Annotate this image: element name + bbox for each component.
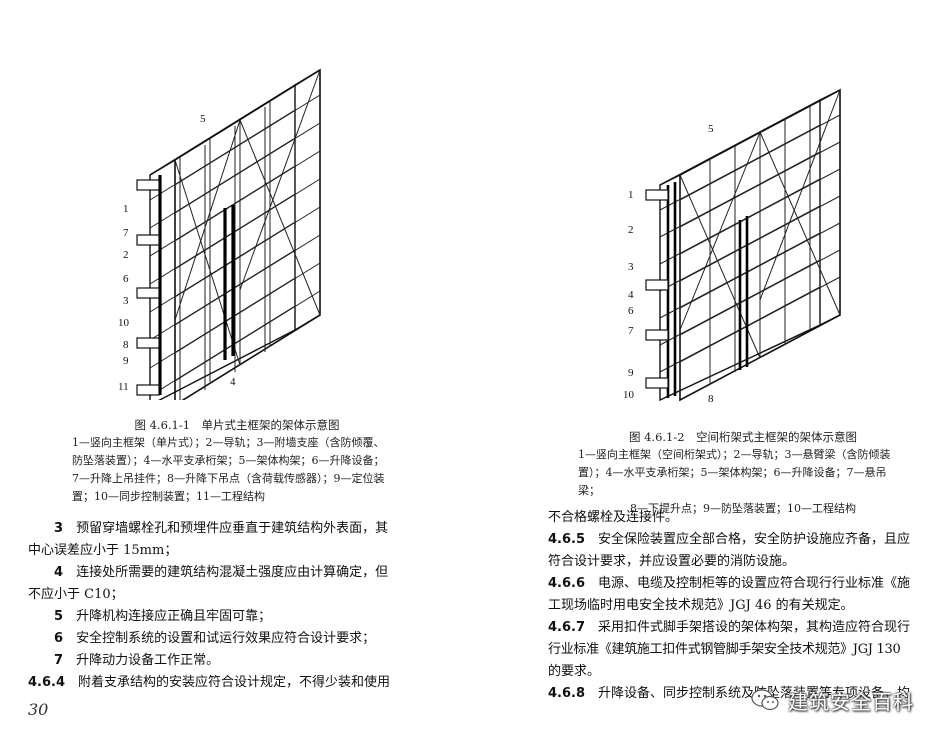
right-caption-line: 置）；4—水平支承桁架；5—架体构架；6—升降设备；7—悬吊梁； (578, 466, 887, 497)
label-11: 11 (118, 381, 129, 393)
paragraph-line: 3 预留穿墙螺栓孔和预埋件应垂直于建筑结构外表面，其 (54, 521, 389, 536)
left-scaffold-diagram: 5 1 7 2 6 3 10 8 9 11 4 (115, 60, 355, 400)
paragraph-line: 4.6.7 采用扣件式脚手架搭设的架体构架，其构造应符合现行 (548, 620, 911, 635)
right-caption-title: 图 4.6.1-2 空间桁架式主框架的架体示意图 (628, 430, 858, 444)
paragraph-line: 4.6.5 安全保险装置应全部合格，安全防护设施应齐备，且应 (548, 532, 911, 547)
label-4: 4 (628, 289, 634, 301)
label-9: 9 (628, 367, 634, 379)
right-scaffold-diagram: 5 1 2 3 4 6 7 9 10 8 (620, 80, 880, 405)
paragraph-line: 不应小于 C10； (28, 587, 124, 602)
label-2: 2 (628, 224, 634, 236)
right-caption-line: 1—竖向主框架（空间桁架式）；2—导轨；3—悬臂梁（含防倾装 (578, 448, 891, 461)
paragraph-line: 4.6.6 电源、电缆及控制柜等的设置应符合现行行业标准《施 (548, 576, 911, 591)
label-1: 1 (628, 189, 634, 201)
paragraph-line: 7 升降动力设备工作正常。 (54, 653, 220, 668)
left-caption-line: 置；10—同步控制装置；11—工程结构 (72, 490, 265, 503)
paragraph-line: 工现场临时用电安全技术规范》JGJ 46 的有关规定。 (548, 598, 854, 613)
paragraph-line: 6 安全控制系统的设置和试运行效果应符合设计要求； (54, 631, 376, 646)
label-6: 6 (628, 305, 634, 317)
left-caption-line: 1—竖向主框架（单片式）；2—导轨；3—附墙支座（含防倾覆、 (72, 436, 385, 449)
label-5: 5 (708, 123, 714, 135)
label-6: 6 (123, 273, 129, 285)
label-1: 1 (123, 203, 129, 215)
left-scaffold-drawing: 5 1 7 2 6 3 10 8 9 11 4 (118, 68, 321, 400)
paragraph-line: 的要求。 (548, 664, 601, 679)
label-5: 5 (200, 113, 206, 125)
label-3: 3 (628, 261, 634, 273)
page-number: 30 (28, 700, 49, 719)
right-body-text: 不合格螺栓及连接件。 4.6.5 安全保险装置应全部合格，安全防护设施应齐备，且… (548, 507, 943, 705)
paragraph-line: 4.6.4 附着支承结构的安装应符合设计规定，不得少装和使用 (28, 675, 391, 690)
label-7: 7 (123, 227, 129, 239)
label-8: 8 (123, 339, 129, 351)
paragraph-line: 行业标准《建筑施工扣件式钢管脚手架安全技术规范》JGJ 130 (548, 642, 901, 657)
label-4: 4 (230, 376, 236, 388)
label-9: 9 (123, 355, 129, 367)
label-10: 10 (623, 389, 635, 401)
label-2: 2 (123, 249, 129, 261)
label-3: 3 (123, 295, 129, 307)
watermark: 建筑安全百科 (750, 683, 940, 717)
paragraph-line: 符合设计要求，并应设置必要的消防设施。 (548, 554, 796, 569)
left-caption-title: 图 4.6.1-1 单片式主框架的架体示意图 (134, 418, 340, 432)
right-scaffold-drawing: 5 1 2 3 4 6 7 9 10 8 (623, 88, 841, 405)
paragraph-line: 不合格螺栓及连接件。 (548, 510, 679, 525)
left-caption-line: 7—升降上吊挂件；8—升降下吊点（含荷载传感器）；9—定位装 (72, 472, 385, 485)
paragraph-line: 4 连接处所需要的建筑结构混凝土强度应由计算确定，但 (54, 565, 389, 580)
label-8: 8 (708, 393, 714, 405)
paragraph-line: 中心误差应小于 15mm； (28, 543, 178, 558)
label-10: 10 (118, 317, 130, 329)
label-7: 7 (628, 325, 634, 337)
watermark-text: 建筑安全百科 (788, 689, 914, 714)
right-figure-caption: 图 4.6.1-2 空间桁架式主框架的架体示意图 1—竖向主框架（空间桁架式）；… (578, 428, 908, 518)
wechat-icon (751, 689, 779, 711)
left-figure-caption: 图 4.6.1-1 单片式主框架的架体示意图 1—竖向主框架（单片式）；2—导轨… (72, 416, 402, 506)
left-body-text: 3 预留穿墙螺栓孔和预埋件应垂直于建筑结构外表面，其 中心误差应小于 15mm；… (28, 518, 428, 694)
left-caption-line: 防坠落装置）；4—水平支承桁架；5—架体构架；6—升降设备； (72, 454, 385, 467)
paragraph-line: 5 升降机构连接应正确且牢固可靠； (54, 609, 272, 624)
right-caption-line: 8—下提升点；9—防坠落装置；10—工程结构 (630, 502, 856, 515)
